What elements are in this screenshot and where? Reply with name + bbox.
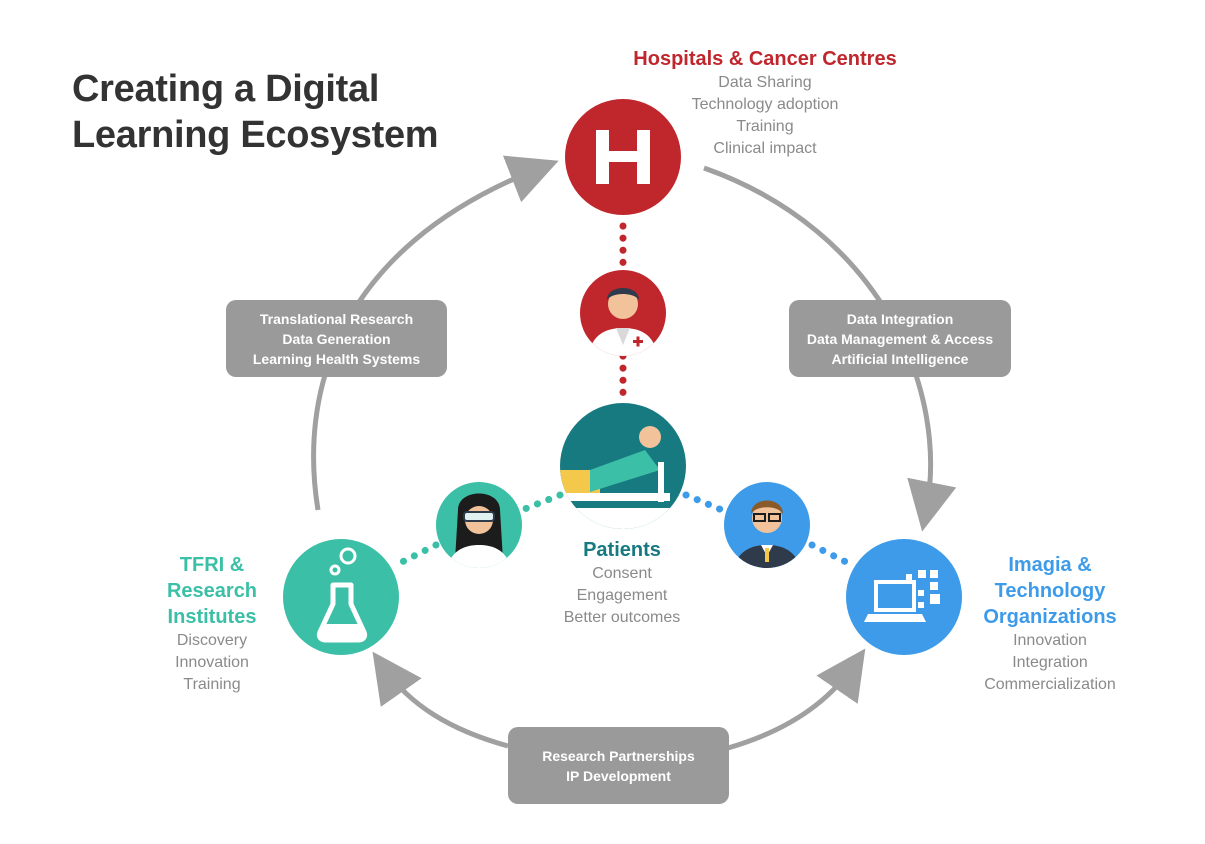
box-line: Data Generation <box>282 330 391 347</box>
lab-flask-icon <box>283 539 399 655</box>
patient-in-bed-icon <box>560 403 686 529</box>
tech-item: Commercialization <box>984 676 1116 693</box>
arrow-bottom-to-research-left <box>372 651 509 749</box>
research-title-line: Institutes <box>167 606 257 628</box>
research-items: Discovery Innovation Training <box>132 630 292 696</box>
patients-item: Consent <box>592 565 652 582</box>
box-line: IP Development <box>566 767 671 784</box>
research-label: TFRI & Research Institutes Discovery Inn… <box>132 552 292 696</box>
dots-researcher-lab <box>392 541 440 569</box>
hospital-title: Hospitals & Cancer Centres <box>633 48 897 70</box>
box-line: Learning Health Systems <box>252 350 421 367</box>
patients-item: Engagement <box>576 587 668 604</box>
box-translational-research: Translational Research Data Generation L… <box>226 300 447 377</box>
research-item: Training <box>183 676 241 693</box>
research-item: Innovation <box>175 654 249 671</box>
hospital-item: Training <box>736 118 794 135</box>
hospital-item: Clinical impact <box>713 140 817 157</box>
title-line-2: Learning Ecosystem <box>72 114 439 156</box>
hospital-item: Technology adoption <box>691 96 839 113</box>
box-line: Data Management & Access <box>806 330 994 347</box>
tech-worker-avatar-icon <box>724 482 810 568</box>
patients-label: Patients Consent Engagement Better outco… <box>522 537 722 629</box>
tech-title-line: Organizations <box>983 606 1117 628</box>
research-title-line: Research <box>166 580 258 602</box>
dotted-connectors <box>392 222 856 569</box>
tech-items: Innovation Integration Commercialization <box>965 630 1135 696</box>
hospital-h-icon <box>565 99 681 215</box>
hospital-label: Hospitals & Cancer Centres Data Sharing … <box>615 46 915 160</box>
patients-items: Consent Engagement Better outcomes <box>522 563 722 629</box>
hospital-item: Data Sharing <box>718 74 812 91</box>
tech-label: Imagia & Technology Organizations Innova… <box>965 552 1135 696</box>
tech-title: Imagia & Technology Organizations <box>965 552 1135 630</box>
box-line: Data Integration <box>846 310 954 327</box>
box-data-integration: Data Integration Data Management & Acces… <box>789 300 1011 377</box>
hospital-items: Data Sharing Technology adoption Trainin… <box>615 72 915 160</box>
box-line: Research Partnerships <box>542 747 695 764</box>
diagram-title: Creating a Digital Learning Ecosystem <box>72 66 439 158</box>
dots-patient-researcher <box>518 491 564 514</box>
patients-title: Patients <box>583 539 661 561</box>
research-title-line: TFRI & <box>179 554 245 576</box>
box-line: Translational Research <box>259 310 414 327</box>
doctor-avatar-icon <box>580 270 666 356</box>
dots-techworker-laptop <box>808 541 856 569</box>
title-line-1: Creating a Digital <box>72 68 380 110</box>
research-item: Discovery <box>176 632 248 649</box>
tech-item: Innovation <box>1013 632 1087 649</box>
box-research-partnerships: Research Partnerships IP Development <box>508 727 729 804</box>
tech-item: Integration <box>1012 654 1088 671</box>
research-title: TFRI & Research Institutes <box>132 552 292 630</box>
dots-patient-techworker <box>682 491 726 514</box>
researcher-avatar-icon <box>436 482 522 568</box>
arrow-tech-to-research-right <box>727 648 866 751</box>
tech-title-line: Imagia & <box>1008 554 1092 576</box>
laptop-pixels-icon <box>846 539 962 655</box>
patients-item: Better outcomes <box>563 609 681 626</box>
box-line: Artificial Intelligence <box>831 350 969 367</box>
tech-title-line: Technology <box>994 580 1106 602</box>
